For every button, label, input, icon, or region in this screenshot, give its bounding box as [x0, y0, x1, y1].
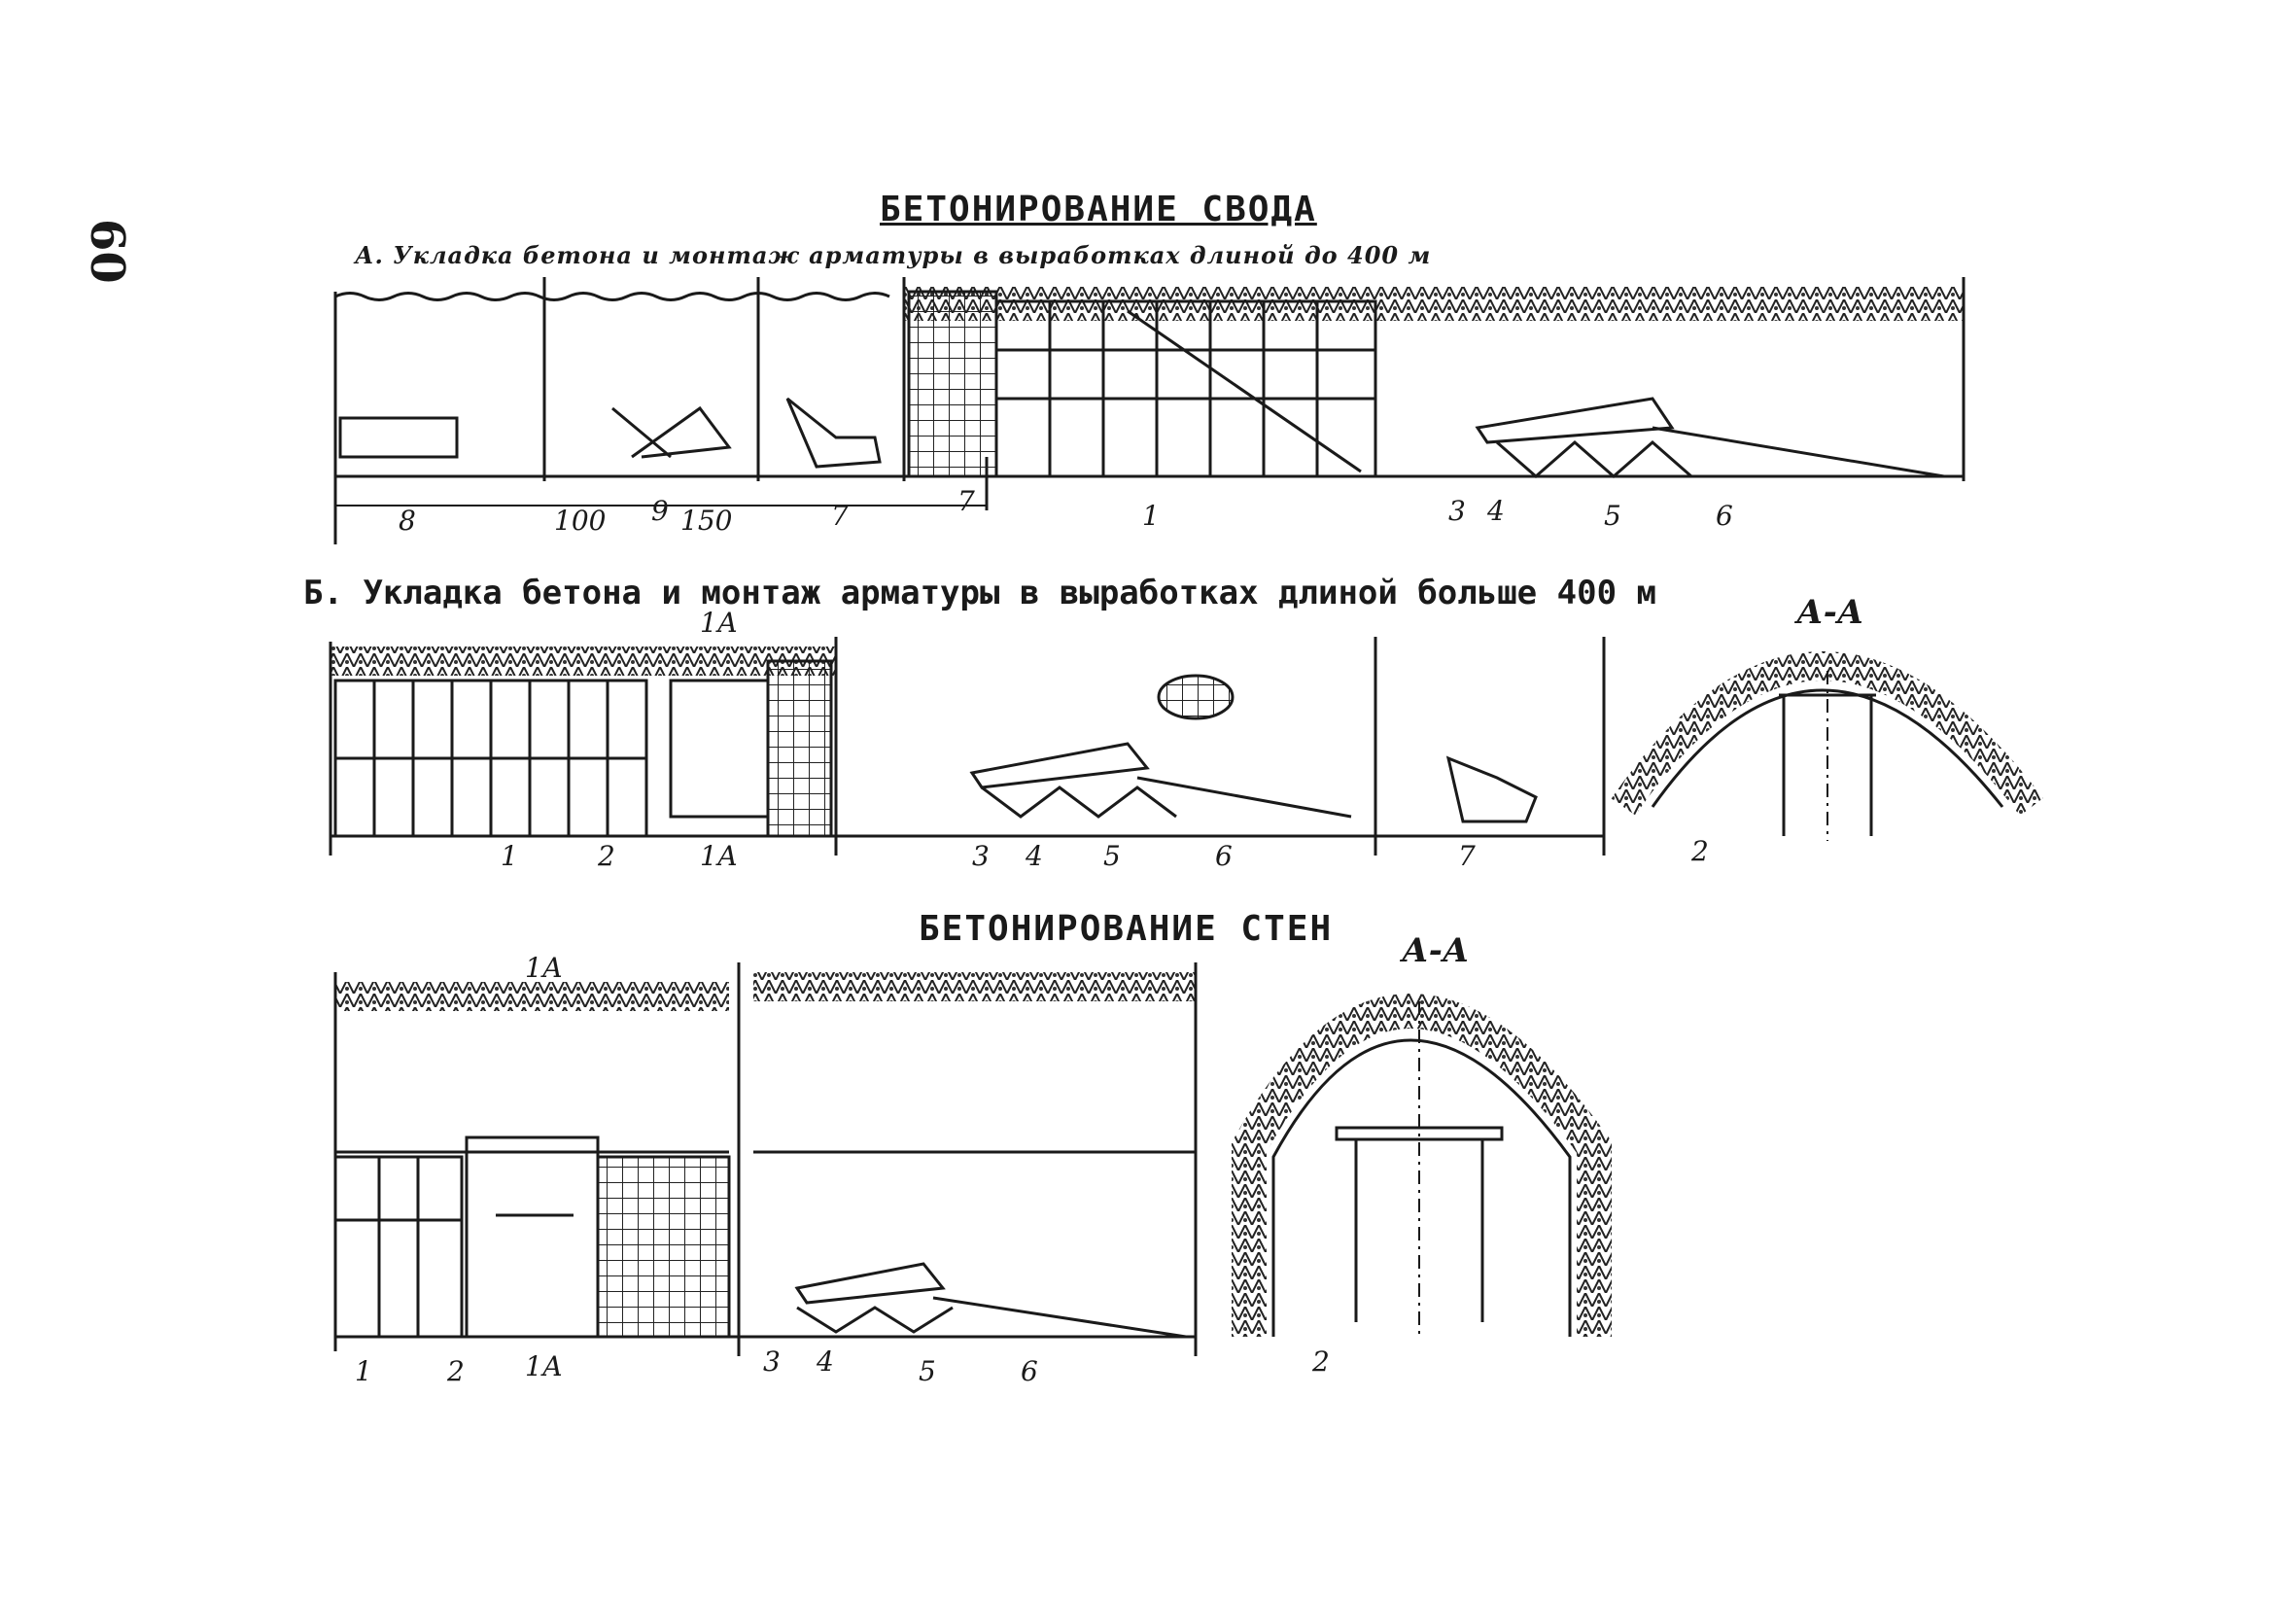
walls-concreting-title: БЕТОНИРОВАНИЕ СТЕН [919, 909, 1334, 949]
section-a-drawing: 100 150 8 9 7 7 1 3 4 5 6 [333, 277, 1966, 544]
label-9: 9 [651, 495, 669, 527]
cut-mark-bottom: 1А [525, 1350, 563, 1382]
label-1: 1 [1142, 500, 1160, 532]
formwork-frame [994, 299, 1377, 478]
label-6: 6 [1021, 1355, 1038, 1387]
rock-lining-band [904, 287, 1964, 321]
label-3: 3 [763, 1345, 781, 1378]
label-2: 2 [446, 1355, 465, 1387]
cut-mark-top: 1А [525, 952, 563, 984]
formwork-portal [669, 679, 770, 819]
reinforcement-mesh [907, 290, 998, 478]
mesh-bundle [1157, 674, 1235, 720]
formwork-arch [1651, 688, 2004, 808]
wall-arch-section [1232, 994, 1612, 1337]
label-5: 5 [1103, 840, 1121, 872]
label-7b: 7 [957, 485, 975, 517]
walls-section-label: А-А [1402, 931, 1470, 970]
rock-lining-band [753, 972, 1196, 1001]
conveyor-truss [981, 776, 1352, 819]
cut-mark-top: 1А [700, 607, 738, 639]
vault-section-label: А-А [1796, 593, 1864, 632]
conveyor-truss [1496, 426, 1945, 478]
label-3: 3 [1448, 495, 1466, 527]
rock-lining-band [330, 646, 836, 676]
reinforcement-mesh [766, 659, 833, 838]
wall-inner-contour [1271, 1038, 1572, 1337]
dimension-100: 100 [554, 505, 606, 537]
section-b-subtitle: Б. Укладка бетона и монтаж арматуры в вы… [303, 574, 1656, 612]
loader-machine [1445, 755, 1538, 823]
vault-arch-section [1611, 651, 2043, 817]
label-4: 4 [1486, 495, 1505, 527]
cut-mark-bottom: 1А [700, 840, 738, 872]
label-5: 5 [1604, 500, 1621, 532]
loader-machine [611, 405, 732, 459]
formwork-portal [465, 1135, 600, 1339]
label-2-section: 2 [1690, 835, 1709, 867]
wall-formwork [333, 1155, 464, 1339]
label-4: 4 [1025, 840, 1043, 872]
label-1: 1 [501, 840, 518, 872]
formwork-diagonal [1127, 309, 1362, 473]
reinforcement-mesh [596, 1155, 731, 1339]
shotcrete-machine [338, 416, 459, 459]
rock-contour-line [334, 292, 890, 301]
label-3: 3 [972, 840, 990, 872]
crawler-machine [785, 397, 882, 469]
label-2: 2 [597, 840, 615, 872]
section-b-text: Укладка бетона и монтаж арматуры в выраб… [363, 574, 1538, 612]
label-7a: 7 [831, 500, 849, 532]
conveyor-truss [796, 1296, 1187, 1339]
dimension-150: 150 [680, 505, 732, 537]
walls-drawing: 1 2 3 4 5 6 2 1А 1А [333, 952, 1612, 1387]
label-6: 6 [1716, 500, 1733, 532]
label-7: 7 [1458, 840, 1476, 872]
section-a-subtitle: А. Укладка бетона и монтаж арматуры в вы… [355, 241, 1432, 269]
concrete-pump [1475, 397, 1675, 444]
section-b-length: 400 м [1556, 574, 1656, 612]
rock-lining-band [335, 982, 729, 1011]
section-b-drawing: 1 2 3 4 5 6 7 2 1А 1А [329, 607, 2043, 872]
label-8: 8 [399, 505, 416, 537]
vault-concreting-title: БЕТОНИРОВАНИЕ СВОДА [880, 190, 1317, 229]
concrete-pump [969, 742, 1150, 789]
label-5: 5 [919, 1355, 936, 1387]
section-b-prefix: Б. [303, 574, 343, 612]
label-1: 1 [355, 1355, 372, 1387]
scaffold-platform [1335, 1126, 1504, 1141]
concrete-pump [794, 1262, 946, 1305]
label-6: 6 [1215, 840, 1233, 872]
label-2-section: 2 [1311, 1345, 1330, 1378]
label-4: 4 [816, 1345, 834, 1378]
